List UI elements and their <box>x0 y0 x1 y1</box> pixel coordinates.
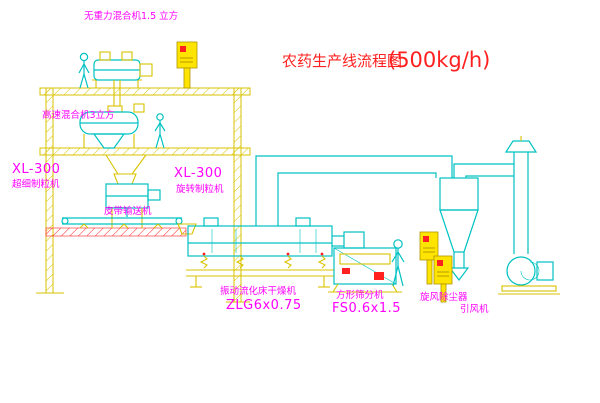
building-structure <box>36 87 251 303</box>
label-sifter-name: 方形筛分机 <box>336 289 384 301</box>
cyclone-separator <box>439 163 514 281</box>
control-panel-top <box>176 41 198 89</box>
label-fan: 引风机 <box>460 303 489 315</box>
label-dryer-name: 振动流化床干燥机 <box>220 285 297 297</box>
worker-figure-mezzanine <box>154 113 166 149</box>
belt-conveyor <box>61 217 183 229</box>
label-cyclone: 旋风除尘器 <box>420 291 468 303</box>
worker-figure-sifter <box>391 239 405 287</box>
label-granulator-lower-name: 旋转制粒机 <box>176 183 224 195</box>
label-granulator-upper-model: XL-300 <box>12 162 60 177</box>
label-gravity-mixer: 无重力混合机1.5 立方 <box>84 10 178 22</box>
fluid-bed-dryer <box>177 217 334 288</box>
panel-indicator-light <box>437 260 443 266</box>
induced-draft-fan <box>498 256 560 295</box>
label-granulator-upper-name: 超细制粒机 <box>12 178 60 190</box>
annotations: 无重力混合机1.5 立方 农药生产线流程图 (500kg/h) 高速混合机3立方… <box>12 10 490 316</box>
exhaust-duct <box>255 155 453 226</box>
rotary-granulator <box>105 154 161 228</box>
control-panel-cyclone-1 <box>419 231 439 285</box>
worker-figure-top <box>78 52 90 89</box>
exhaust-stack <box>504 136 538 254</box>
label-sifter-model: FS0.6x1.5 <box>332 301 401 316</box>
control-panel-cyclone-2 <box>433 255 453 303</box>
high-speed-mixer <box>79 103 145 149</box>
label-belt-conveyor: 皮带输送机 <box>104 205 152 217</box>
label-dryer-model: ZLG6x0.75 <box>226 298 302 313</box>
gravity-mixer <box>92 51 153 106</box>
drawing-title: 农药生产线流程图 <box>282 52 402 70</box>
square-sifter <box>328 231 402 293</box>
panel-indicator-light <box>423 236 429 242</box>
drawing-title-capacity: (500kg/h) <box>388 48 490 72</box>
panel-indicator-light <box>180 46 186 52</box>
label-granulator-lower-model: XL-300 <box>174 166 222 181</box>
label-high-speed-mixer: 高速混合机3立方 <box>42 109 115 121</box>
